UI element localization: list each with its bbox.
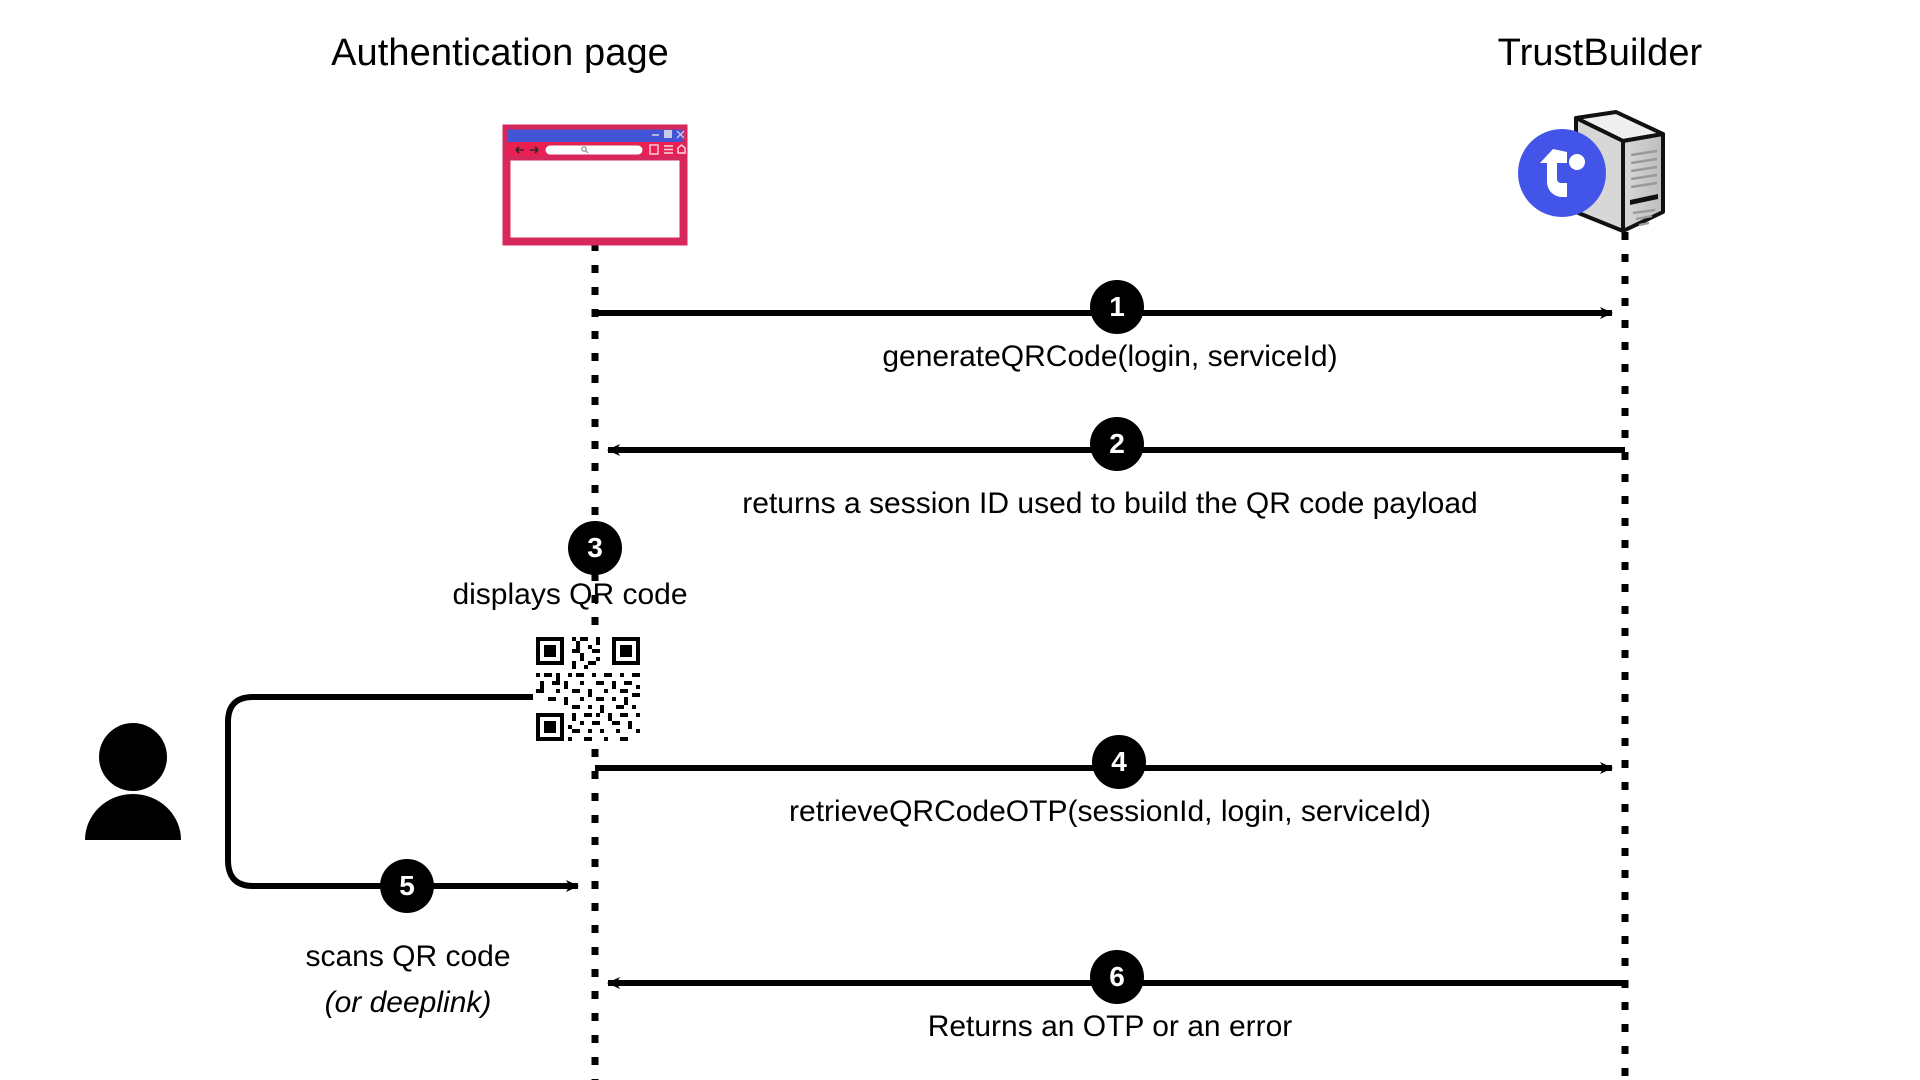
note-label-scans-qr-code: scans QR code	[305, 940, 511, 973]
step-badge-3: 3	[568, 521, 622, 575]
step-badge-1: 1	[1090, 280, 1144, 334]
browser-window-icon	[502, 124, 688, 246]
message-label-6: Returns an OTP or an error	[927, 1010, 1293, 1043]
message-label-1: generateQRCode(login, serviceId)	[882, 340, 1338, 373]
step-badge-2: 2	[1090, 417, 1144, 471]
actor-title-trustbuilder: TrustBuilder	[1497, 32, 1703, 74]
step-badge-4: 4	[1092, 735, 1146, 789]
actor-title-authentication-page: Authentication page	[331, 32, 669, 74]
qr-code-image	[533, 634, 643, 744]
note-label-displays-qr-code: displays QR code	[452, 578, 688, 611]
message-label-2: returns a session ID used to build the Q…	[742, 487, 1478, 520]
server-tower-icon	[1518, 110, 1665, 233]
message-label-4: retrieveQRCodeOTP(sessionId, login, serv…	[789, 795, 1431, 828]
user-person-icon	[85, 723, 181, 840]
message-arrow-5	[225, 694, 579, 892]
step-badge-6: 6	[1090, 950, 1144, 1004]
step-badge-5: 5	[380, 859, 434, 913]
note-sublabel-or-deeplink: (or deeplink)	[324, 986, 492, 1019]
